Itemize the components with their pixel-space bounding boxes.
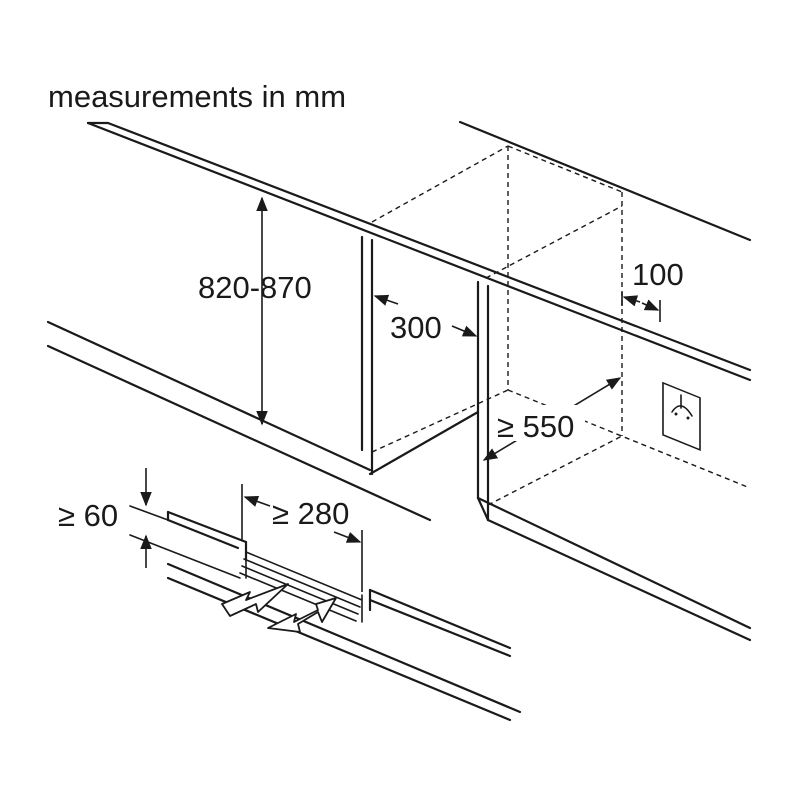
side-gap-dimension: 300 [373,294,478,345]
vent-width-label: ≥ 280 [272,496,349,531]
side-gap-label: 300 [390,310,442,345]
countertop [86,120,752,382]
power-socket-icon [662,381,701,451]
vent-height-dimension: ≥ 60 [58,468,241,579]
right-cabinet [476,280,752,642]
plinth-vent [166,510,522,722]
left-cabinet [46,235,480,522]
depth-dimension: ≥ 550 [482,377,622,461]
socket-offset-dimension: 100 [621,257,684,322]
diagram-title: measurements in mm [48,79,346,114]
air-inflow-arrow-icon [267,597,337,633]
socket-offset-label: 100 [632,257,684,292]
appliance-niche-outline [371,145,751,506]
vent-height-label: ≥ 60 [58,498,118,533]
depth-label: ≥ 550 [497,409,574,444]
height-dimension: 820-870 [198,196,312,426]
air-outflow-arrow-icon [221,583,289,617]
vent-width-dimension: ≥ 280 [241,484,363,592]
height-label: 820-870 [198,270,312,305]
